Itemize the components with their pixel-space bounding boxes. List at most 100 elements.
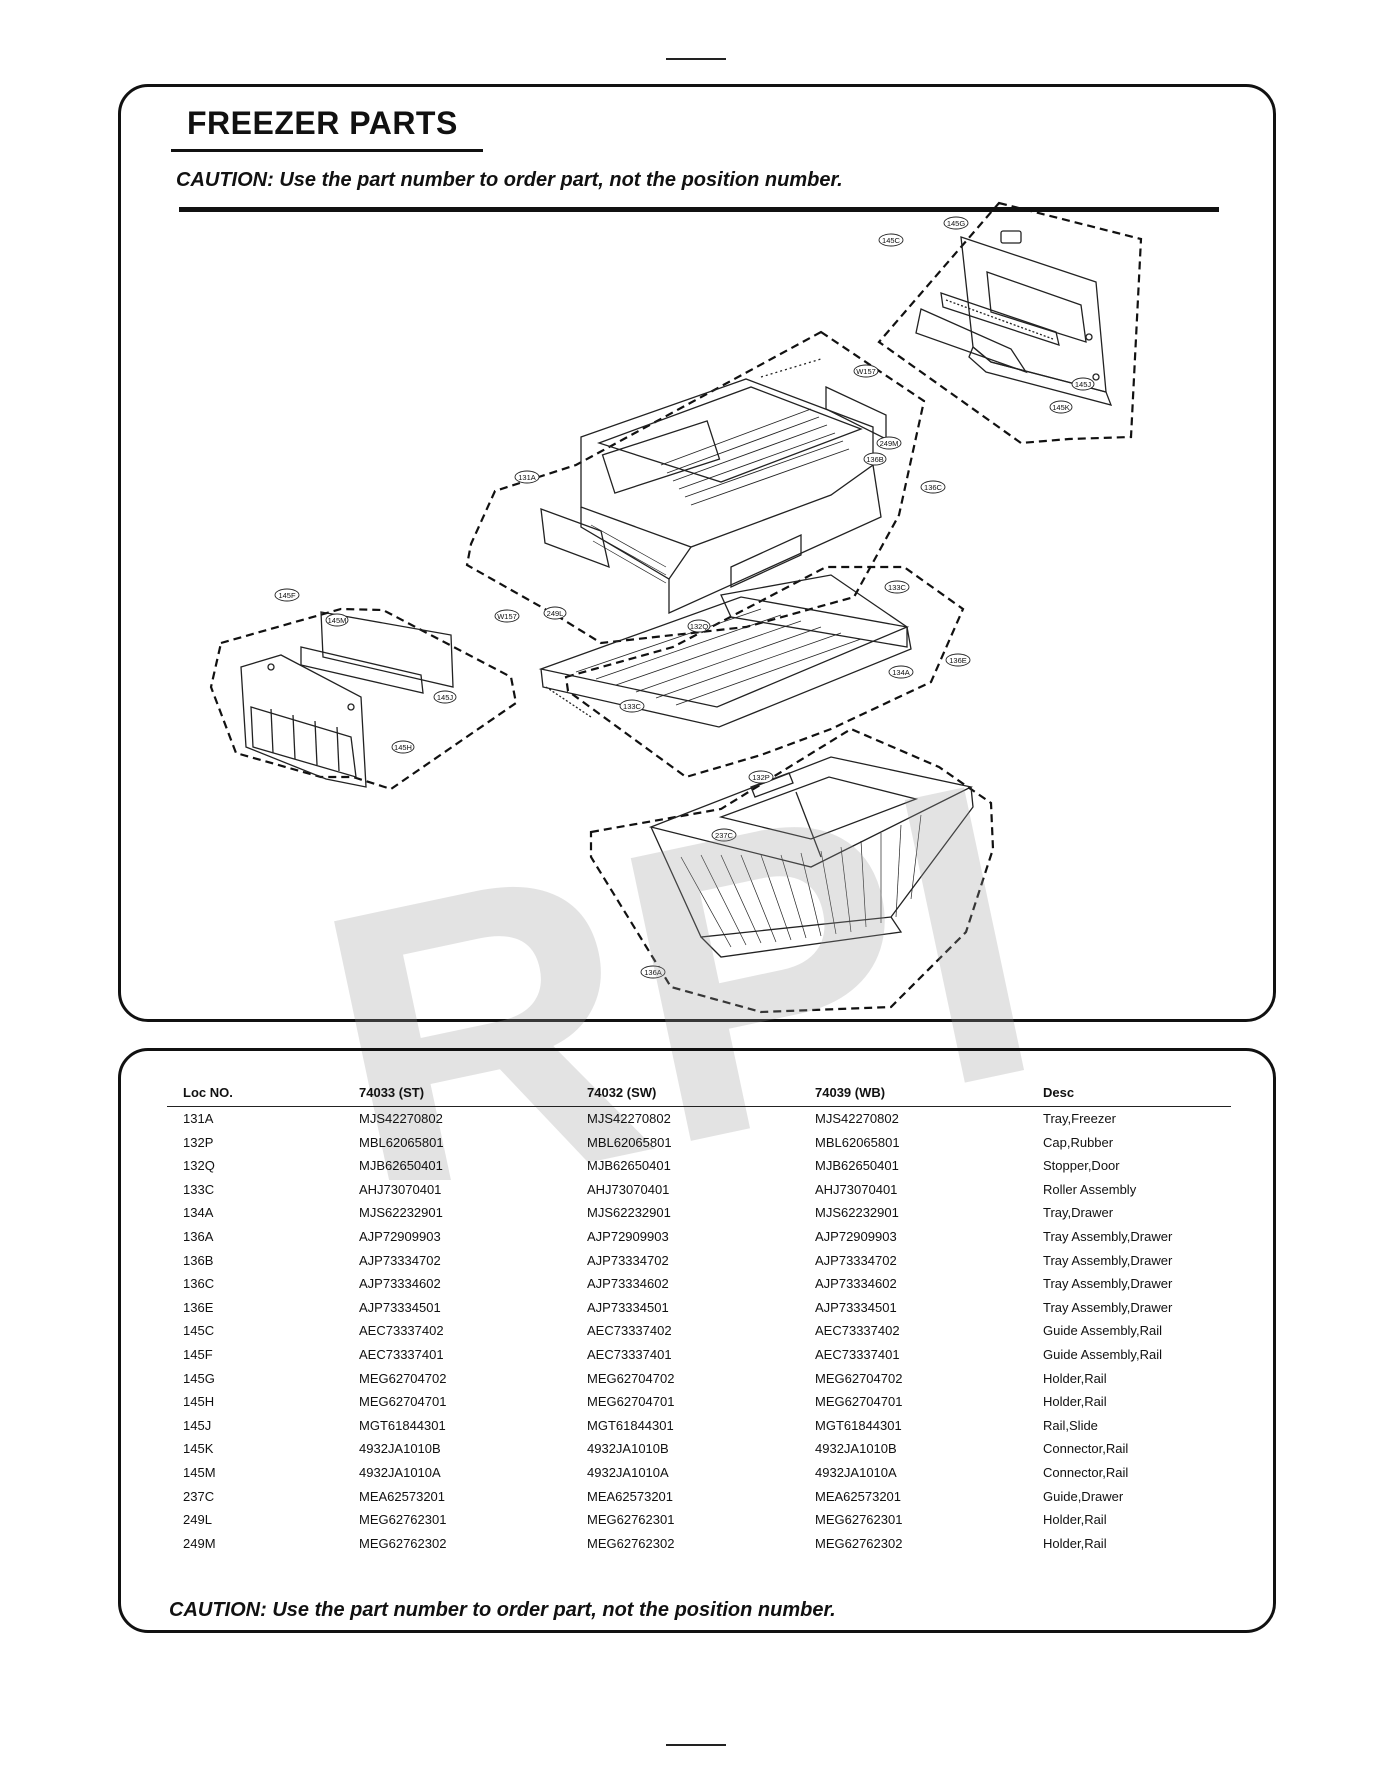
cell-part-wb: MJB62650401: [815, 1158, 899, 1174]
cell-loc: 136A: [183, 1228, 214, 1244]
cell-part-sw: MEG62704702: [587, 1370, 675, 1386]
cell-part-sw: MGT61844301: [587, 1417, 674, 1433]
page-bottom-rule: [666, 1744, 726, 1746]
cell-desc: Tray,Freezer: [1043, 1111, 1116, 1126]
callout-W157-a: W157: [856, 367, 876, 376]
cell-loc: 145H: [183, 1394, 215, 1410]
cell-part-st: 4932JA1010B: [359, 1441, 441, 1457]
cell-loc: 145K: [183, 1441, 214, 1457]
cell-part-st: MGT61844301: [359, 1417, 446, 1433]
group-136C-outline: [465, 330, 926, 645]
cell-desc: Holder,Rail: [1043, 1370, 1107, 1386]
callout-136B: 136B: [866, 455, 884, 464]
cell-part-st: MBL62065801: [359, 1134, 444, 1150]
callout-131A: 131A: [518, 473, 536, 482]
table-row: 132Q MJB62650401 MJB62650401 MJB62650401 Sto…: [167, 1154, 1231, 1178]
page-top-rule: [666, 58, 726, 60]
cell-part-wb: MGT61844301: [815, 1417, 902, 1433]
callout-145G: 145G: [947, 219, 966, 228]
cell-part-st: MEG62704702: [359, 1370, 447, 1386]
cell-loc: 136B: [183, 1252, 214, 1268]
callout-145J: 145J: [1075, 380, 1092, 389]
cell-desc: Guide,Drawer: [1043, 1488, 1124, 1504]
cell-part-wb: AEC73337401: [815, 1346, 900, 1362]
cell-loc: 131A: [183, 1111, 214, 1126]
cell-part-st: MEG62762302: [359, 1535, 447, 1551]
cell-part-wb: 4932JA1010A: [815, 1464, 897, 1480]
cell-loc: 145F: [183, 1346, 213, 1362]
cell-part-st: AEC73337401: [359, 1346, 444, 1362]
callout-145H: 145H: [394, 743, 412, 752]
cell-part-wb: AJP72909903: [815, 1228, 897, 1244]
cell-desc: Connector,Rail: [1043, 1441, 1129, 1457]
holder-145F: [240, 611, 454, 788]
callout-132P: 132P: [752, 773, 770, 782]
cell-part-wb: MEG62762301: [815, 1512, 903, 1528]
callout-145K: 145K: [1052, 403, 1070, 412]
cell-part-st: AJP73334501: [359, 1299, 441, 1315]
cell-part-sw: AJP73334602: [587, 1276, 669, 1292]
cell-part-wb: AJP73334501: [815, 1299, 897, 1315]
cell-part-wb: MJS62232901: [815, 1205, 899, 1221]
callout-249L: 249L: [547, 609, 564, 618]
cell-desc: Tray Assembly,Drawer: [1043, 1299, 1173, 1315]
callout-136E: 136E: [949, 656, 967, 665]
cell-part-wb: 4932JA1010B: [815, 1441, 897, 1457]
cell-loc: 136C: [183, 1276, 215, 1292]
cell-part-wb: MEG62704701: [815, 1394, 903, 1410]
group-136A-outline: [589, 727, 995, 1014]
cell-loc: 145C: [183, 1323, 215, 1339]
tray-freezer-131A: [540, 358, 887, 615]
callout-133C-b: 133C: [623, 702, 642, 711]
cell-part-wb: MEG62762302: [815, 1535, 903, 1551]
cell-part-st: AJP73334702: [359, 1252, 441, 1268]
cell-part-wb: MEA62573201: [815, 1488, 902, 1504]
cell-part-sw: 4932JA1010A: [587, 1464, 669, 1480]
cell-part-wb: AEC73337402: [815, 1323, 900, 1339]
parts-table: Loc NO. 74033 (ST) 74032 (SW) 74039 (WB)…: [167, 1081, 1231, 1555]
cell-part-sw: MEG62762302: [587, 1535, 675, 1551]
cell-part-sw: MEG62762301: [587, 1512, 675, 1528]
callout-145M: 145M: [328, 616, 347, 625]
cell-desc: Guide Assembly,Rail: [1043, 1323, 1162, 1339]
cell-loc: 136E: [183, 1299, 214, 1315]
cell-part-st: MJS42270802: [359, 1111, 443, 1126]
cell-part-st: MJS62232901: [359, 1205, 443, 1221]
header-part-wb: 74039 (WB): [799, 1081, 1027, 1107]
callout-249M: 249M: [880, 439, 899, 448]
cell-part-sw: AJP72909903: [587, 1228, 669, 1244]
cell-desc: Tray Assembly,Drawer: [1043, 1276, 1173, 1292]
cell-part-st: MJB62650401: [359, 1158, 443, 1174]
cell-part-sw: MBL62065801: [587, 1134, 672, 1150]
cell-part-wb: AHJ73070401: [815, 1181, 898, 1197]
cell-part-st: MEG62704701: [359, 1394, 447, 1410]
cell-desc: Connector,Rail: [1043, 1464, 1129, 1480]
cell-part-sw: MJS42270802: [587, 1111, 671, 1126]
cell-part-sw: AJP73334702: [587, 1252, 669, 1268]
cell-desc: Stopper,Door: [1043, 1158, 1120, 1174]
callout-132Q: 132Q: [690, 622, 709, 631]
header-loc: Loc NO.: [167, 1081, 343, 1107]
caution-note-top: CAUTION: Use the part number to order pa…: [176, 169, 843, 191]
cell-loc: 134A: [183, 1205, 214, 1221]
cell-loc: 145J: [183, 1417, 212, 1433]
cell-loc: 132Q: [183, 1158, 215, 1174]
cell-part-wb: AJP73334702: [815, 1252, 897, 1268]
diagram-panel: FREEZER PARTS CAUTION: Use the part numb…: [118, 84, 1276, 1022]
callout-133C-a: 133C: [888, 583, 907, 592]
cell-part-sw: MJB62650401: [587, 1158, 671, 1174]
cell-part-sw: MJS62232901: [587, 1205, 671, 1221]
callout-145F: 145F: [278, 591, 296, 600]
